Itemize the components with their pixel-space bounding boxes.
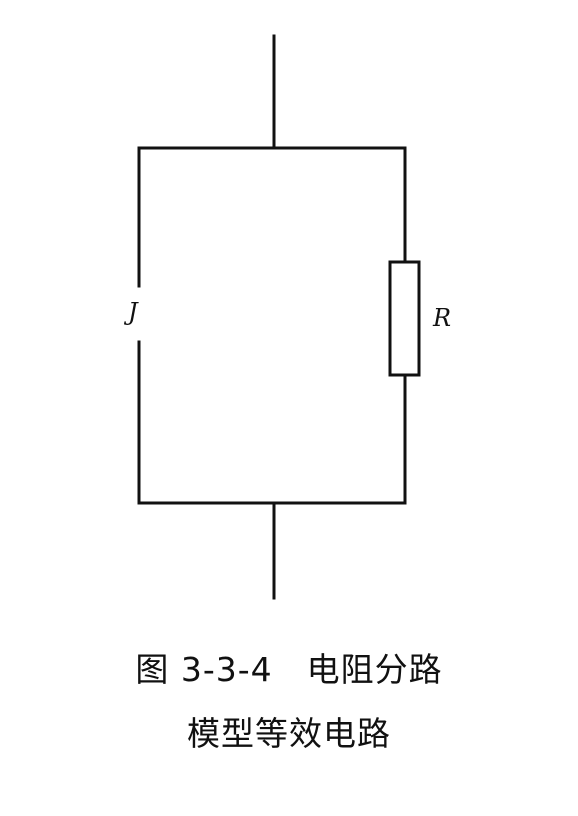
resistor — [388, 260, 421, 377]
figure-number: 图 3-3-4 — [135, 650, 273, 689]
junction-label-j: J — [123, 298, 139, 326]
figure-title-part-2: 模型等效电路 — [187, 714, 391, 753]
resistor-label-r: R — [432, 304, 451, 332]
figure-caption-line-2: 模型等效电路 — [0, 714, 578, 754]
figure-title-part-1: 电阻分路 — [306, 650, 443, 689]
figure-caption-line-1: 图 3-3-4 电阻分路 — [0, 650, 578, 690]
